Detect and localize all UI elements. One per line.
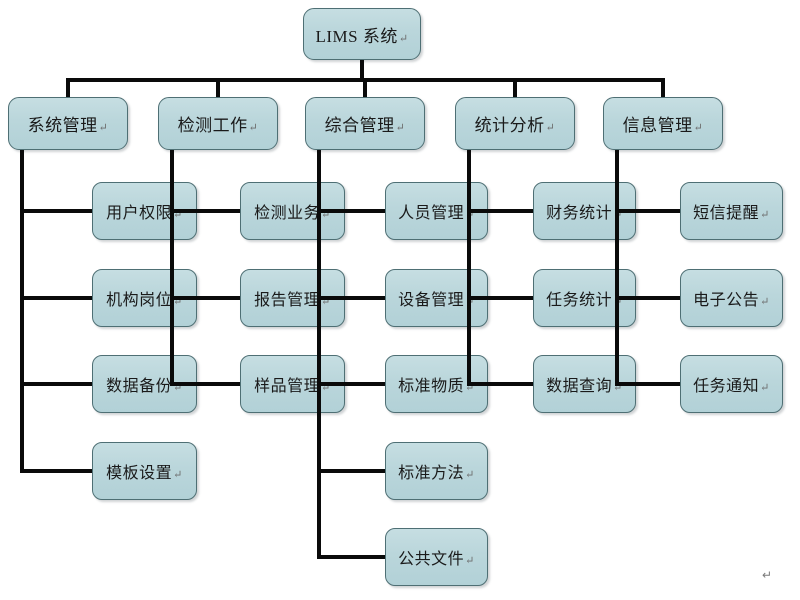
leaf-connector-2-1 <box>170 209 240 213</box>
leaf-connector-1-2 <box>20 296 92 300</box>
node-label: 检测工作↵ <box>177 116 259 135</box>
paragraph-mark: ↵ <box>465 555 475 567</box>
node-label: 系统管理↵ <box>27 116 109 135</box>
leaf-connector-3-2 <box>317 296 385 300</box>
node-label: LIMS 系统↵ <box>315 26 409 46</box>
paragraph-mark: ↵ <box>248 122 259 134</box>
leaf-node-3-4[interactable]: 标准方法↵ <box>385 442 488 500</box>
node-label: 任务通知↵ <box>693 378 770 395</box>
node-label: 设备管理↵ <box>398 286 475 310</box>
branch-drop-1 <box>66 78 70 99</box>
branch-spine-3 <box>317 150 321 559</box>
leaf-connector-5-3 <box>615 382 680 386</box>
branch-drop-3 <box>363 78 367 99</box>
leaf-connector-1-1 <box>20 209 92 213</box>
paragraph-mark: ↵ <box>321 382 331 394</box>
node-label: 统计分析↵ <box>474 116 556 135</box>
paragraph-mark: ↵ <box>465 469 475 481</box>
node-label: 综合管理↵ <box>324 116 406 135</box>
root-stem <box>360 60 364 82</box>
branch-drop-5 <box>661 78 665 99</box>
leaf-connector-4-1 <box>467 209 533 213</box>
leaf-connector-5-2 <box>615 296 680 300</box>
stray-paragraph-mark: ↵ <box>762 568 773 582</box>
branch-spine-4 <box>467 150 471 386</box>
paragraph-mark: ↵ <box>760 296 770 308</box>
branch-node-1[interactable]: 系统管理↵ <box>8 97 128 150</box>
leaf-node-5-2[interactable]: 电子公告↵ <box>680 269 783 327</box>
node-label: 用户权限↵ <box>106 205 183 222</box>
branch-spine-2 <box>170 150 174 386</box>
paragraph-mark: ↵ <box>173 469 183 481</box>
leaf-node-2-1[interactable]: 检测业务↵ <box>240 182 345 240</box>
paragraph-mark: ↵ <box>98 122 109 134</box>
paragraph-mark: ↵ <box>693 122 704 134</box>
leaf-connector-4-2 <box>467 296 533 300</box>
leaf-connector-3-5 <box>317 555 385 559</box>
leaf-connector-5-1 <box>615 209 680 213</box>
leaf-node-5-1[interactable]: 短信提醒↵ <box>680 182 783 240</box>
node-label: 公共文件↵ <box>398 551 475 568</box>
node-label: 短信提醒↵ <box>693 205 770 222</box>
node-label: 信息管理↵ <box>622 116 704 135</box>
node-label: 标准物质↵ <box>398 378 475 395</box>
branch-node-5[interactable]: 信息管理↵ <box>603 97 723 150</box>
leaf-connector-3-1 <box>317 209 385 213</box>
leaf-connector-4-3 <box>467 382 533 386</box>
node-label: 财务统计↵ <box>546 199 623 223</box>
paragraph-mark: ↵ <box>398 32 409 45</box>
leaf-node-2-2[interactable]: 报告管理↵ <box>240 269 345 327</box>
branch-node-2[interactable]: 检测工作↵ <box>158 97 278 150</box>
branch-spine-1 <box>20 150 24 473</box>
branch-drop-4 <box>513 78 517 99</box>
node-label: 模板设置↵ <box>106 465 183 482</box>
leaf-node-5-3[interactable]: 任务通知↵ <box>680 355 783 413</box>
node-label: 数据备份↵ <box>106 378 183 395</box>
node-label: 机构岗位↵ <box>106 292 183 309</box>
leaf-node-1-4[interactable]: 模板设置↵ <box>92 442 197 500</box>
leaf-connector-3-3 <box>317 382 385 386</box>
node-label: 标准方法↵ <box>398 465 475 482</box>
node-label: 电子公告↵ <box>693 292 770 309</box>
paragraph-mark: ↵ <box>321 209 331 221</box>
branch-spine-5 <box>615 150 619 386</box>
leaf-node-2-3[interactable]: 样品管理↵ <box>240 355 345 413</box>
leaf-node-3-5[interactable]: 公共文件↵ <box>385 528 488 586</box>
node-label: 检测业务↵ <box>254 205 331 222</box>
paragraph-mark: ↵ <box>173 296 183 308</box>
branch-node-3[interactable]: 综合管理↵ <box>305 97 425 150</box>
paragraph-mark: ↵ <box>395 122 406 134</box>
paragraph-mark: ↵ <box>545 122 556 134</box>
paragraph-mark: ↵ <box>613 382 623 394</box>
paragraph-mark: ↵ <box>173 209 183 221</box>
leaf-connector-2-3 <box>170 382 240 386</box>
leaf-connector-1-3 <box>20 382 92 386</box>
paragraph-mark: ↵ <box>465 382 475 394</box>
node-label: 样品管理↵ <box>254 378 331 395</box>
node-label: 任务统计↵ <box>546 286 623 310</box>
branch-drop-2 <box>216 78 220 99</box>
leaf-connector-1-4 <box>20 469 92 473</box>
node-label: 人员管理↵ <box>398 199 475 223</box>
node-label: 报告管理↵ <box>254 292 331 309</box>
paragraph-mark: ↵ <box>760 209 770 221</box>
branch-node-4[interactable]: 统计分析↵ <box>455 97 575 150</box>
paragraph-mark: ↵ <box>321 296 331 308</box>
leaf-connector-2-2 <box>170 296 240 300</box>
leaf-connector-3-4 <box>317 469 385 473</box>
root-node[interactable]: LIMS 系统↵ <box>303 8 421 60</box>
paragraph-mark: ↵ <box>173 382 183 394</box>
paragraph-mark: ↵ <box>760 382 770 394</box>
node-label: 数据查询↵ <box>546 378 623 395</box>
